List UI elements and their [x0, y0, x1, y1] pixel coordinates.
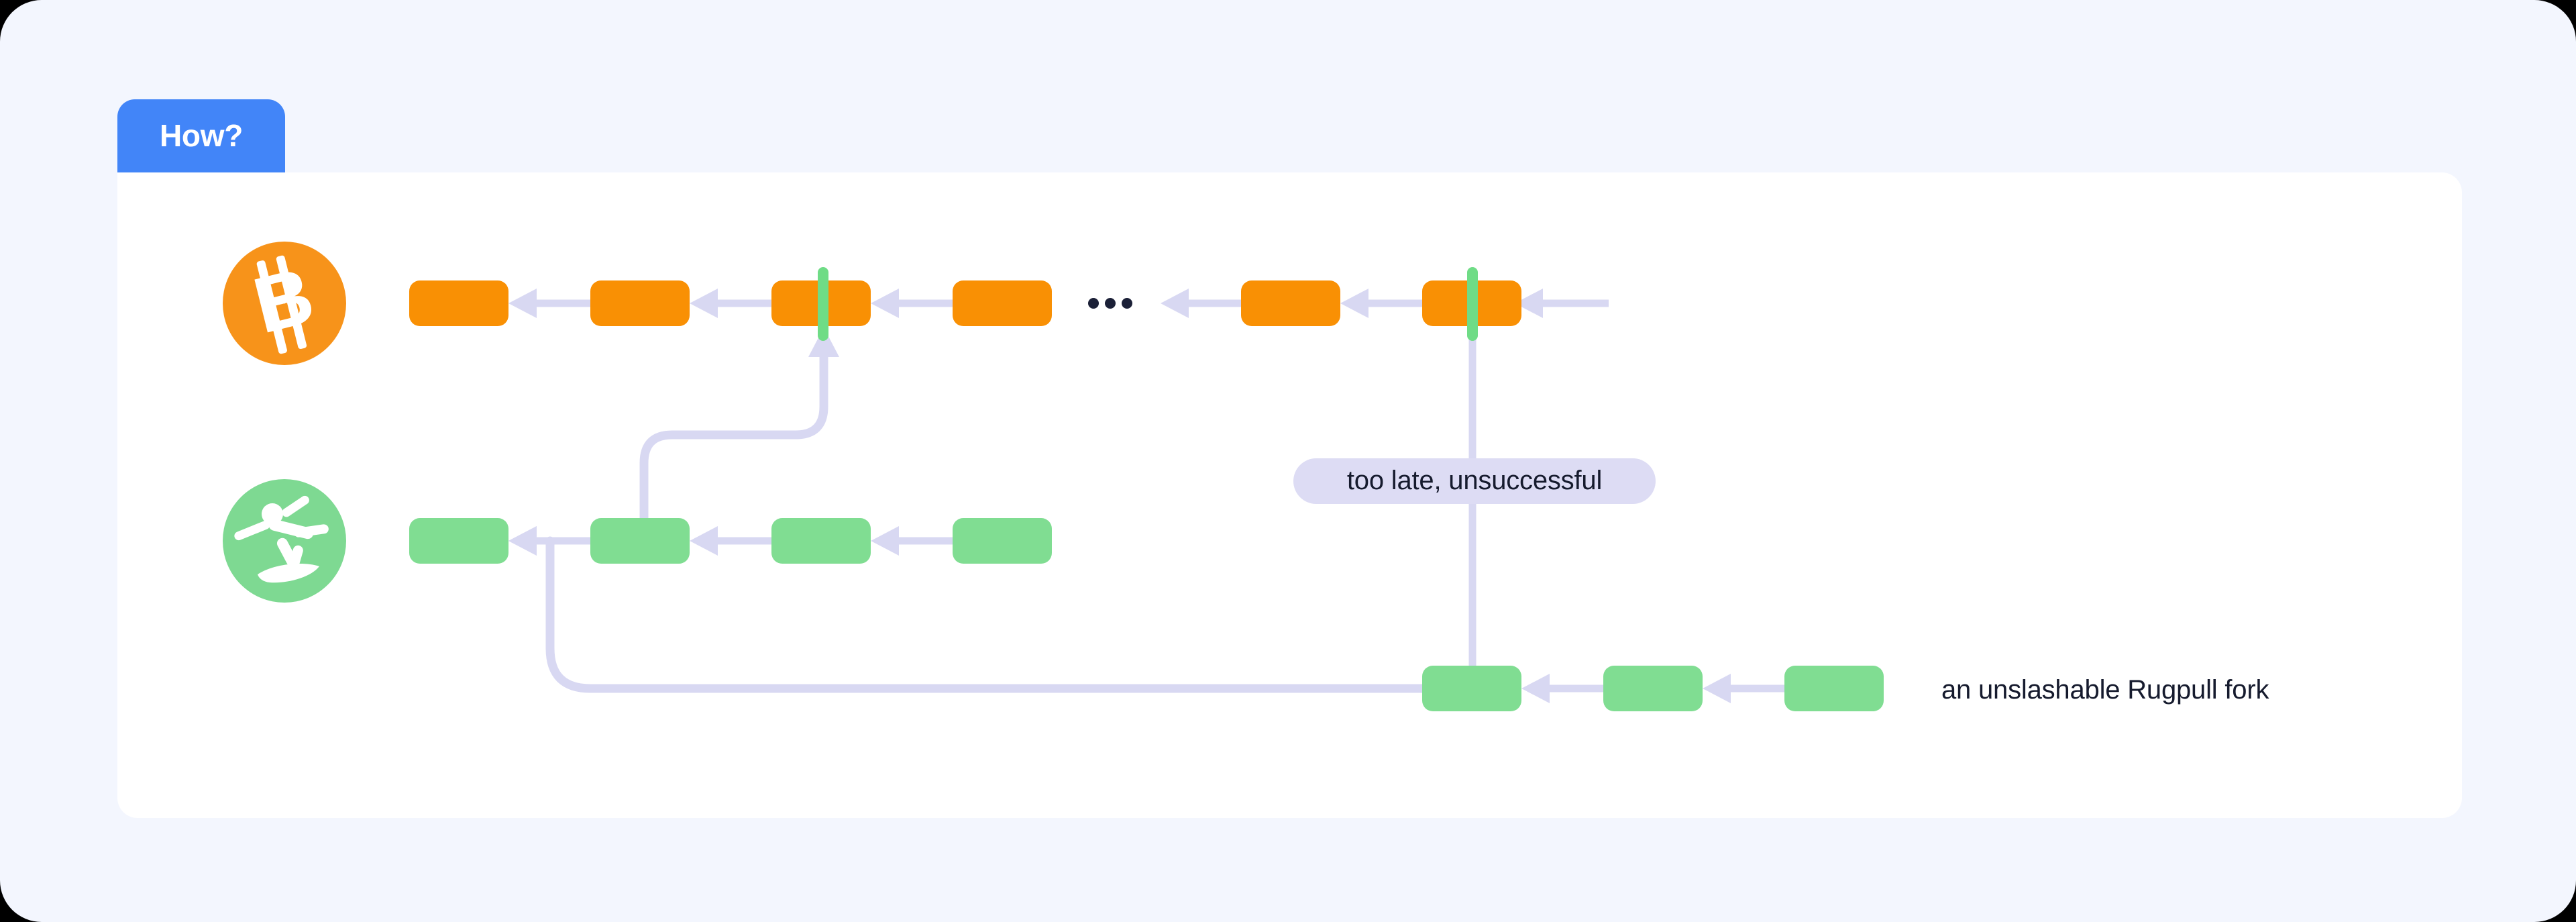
block-fork-upper-3[interactable]: [953, 518, 1052, 564]
block-fork-lower-1[interactable]: [1603, 666, 1703, 711]
too-late-badge: too late, unsuccessful: [1293, 458, 1656, 504]
fork-upper-blocks: [409, 518, 1052, 564]
block-honest-4[interactable]: [1241, 280, 1340, 326]
tab-how[interactable]: How?: [117, 99, 285, 174]
block-honest-3[interactable]: [953, 280, 1052, 326]
block-fork-upper-1[interactable]: [590, 518, 690, 564]
honest-chain-arrows: [508, 289, 1609, 318]
chain-ellipsis: [1088, 298, 1132, 309]
fork-upper-arrows: [508, 526, 953, 556]
block-fork-upper-2[interactable]: [771, 518, 871, 564]
block-honest-1[interactable]: [590, 280, 690, 326]
fork-chain-tail-arrowhead: [508, 526, 537, 556]
block-fork-lower-0[interactable]: [1422, 666, 1521, 711]
rugpull-fork-label: an unslashable Rugpull fork: [1941, 675, 2269, 705]
card-top-left-patch: [117, 172, 158, 195]
surfer-slip-icon: [223, 479, 346, 603]
lower-fork-return-path: [545, 536, 1477, 693]
fork-lower-arrows: [1521, 674, 1784, 703]
slash-bar-block-5: [1467, 267, 1478, 341]
too-late-badge-label: too late, unsuccessful: [1347, 466, 1602, 495]
block-fork-upper-0[interactable]: [409, 518, 508, 564]
fork-lower-blocks: [1422, 666, 1884, 711]
connector-layer: [508, 289, 1784, 703]
fork-to-honest-connector: [639, 327, 839, 523]
block-fork-lower-2[interactable]: [1784, 666, 1884, 711]
block-honest-0[interactable]: [409, 280, 508, 326]
bitcoin-coin-icon: B: [223, 242, 346, 365]
diagram-card: [117, 172, 2462, 818]
tab-how-label: How?: [160, 118, 243, 153]
honest-chain-blocks: [409, 267, 1521, 341]
slash-bar-block-2: [818, 267, 828, 341]
